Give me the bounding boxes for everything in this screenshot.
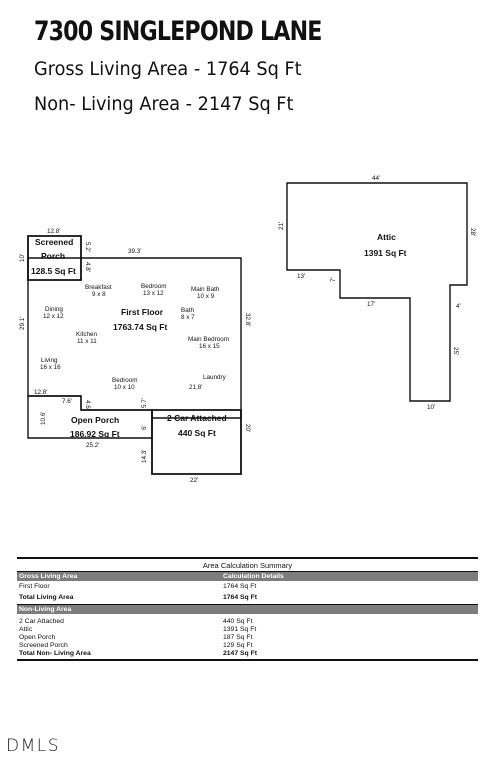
room-bedroom2: Bedroom <box>112 377 138 384</box>
first-floor-name: First Floor <box>121 307 164 317</box>
table-row: Screened Porch 129 Sq Ft <box>17 642 478 650</box>
row-label: Open Porch <box>19 634 56 641</box>
non-living-section-header: Non-Living Area <box>17 604 478 614</box>
open-porch-area: 186.92 Sq Ft <box>70 429 120 439</box>
table-row: Total Living Area 1764 Sq Ft <box>17 594 478 602</box>
dim-ff-right: 32.8' <box>244 313 251 326</box>
gross-area-line: Gross Living Area - 1764 Sq Ft <box>34 58 302 80</box>
room-dining-dim: 12 x 12 <box>43 313 64 320</box>
room-main-bedroom: Main Bedroom <box>188 336 229 343</box>
screened-porch-outline <box>27 235 82 281</box>
room-bedroom1-dim: 13 x 12 <box>143 290 164 297</box>
garage-area: 440 Sq Ft <box>178 428 216 438</box>
dim-ff-laundry: 21.8' <box>189 384 202 391</box>
dim-a-mid: 17' <box>367 301 375 308</box>
room-kitchen: Kitchen <box>76 331 98 338</box>
room-laundry: Laundry <box>203 374 227 381</box>
table-row: 2 Car Attached 440 Sq Ft <box>17 618 478 626</box>
dim-ff-top: 39.3' <box>128 248 141 255</box>
room-living: Living <box>41 357 58 364</box>
dim-g-left-mid: 6' <box>141 425 148 430</box>
dim-op-step: 4.6' <box>84 400 91 410</box>
summary-title: Area Calculation Summary <box>202 561 293 570</box>
dim-ff-step: 4.8' <box>84 262 91 272</box>
dim-a-step: 4' <box>456 303 461 310</box>
calc-header: Calculation Details <box>223 573 284 580</box>
first-floor-area: 1763.74 Sq Ft <box>113 322 168 332</box>
screened-porch-area: 128.5 Sq Ft <box>31 266 76 276</box>
screened-porch-name1: Screened <box>35 237 73 247</box>
attic-name: Attic <box>377 232 396 242</box>
room-main-bath: Main Bath <box>191 286 220 293</box>
row-value: 440 Sq Ft <box>223 618 253 625</box>
table-row: Total Non- Living Area 2147 Sq Ft <box>17 650 478 658</box>
row-label: Screened Porch <box>19 642 68 649</box>
dim-g-bottom: 22' <box>190 477 198 484</box>
room-bedroom2-dim: 10 x 10 <box>114 384 135 391</box>
row-value: 1391 Sq Ft <box>223 626 257 633</box>
row-label: First Floor <box>19 583 50 590</box>
area-summary-table: Area Calculation Summary Gross Living Ar… <box>17 557 478 661</box>
gross-header: Gross Living Area <box>19 573 78 580</box>
dim-op-left: 10.6' <box>40 412 47 425</box>
dim-ff-bottom-left: 12.8' <box>34 389 47 396</box>
open-porch-name: Open Porch <box>71 415 119 425</box>
row-value: 129 Sq Ft <box>223 642 253 649</box>
room-bath-dim: 8 x 7 <box>181 314 195 321</box>
row-value: 1764 Sq Ft <box>223 594 257 601</box>
dim-a-top: 44' <box>372 175 380 182</box>
dmls-logo: DMLS <box>6 736 61 756</box>
dim-sp-right: 5.2' <box>84 242 91 252</box>
gross-section-header: Gross Living Area Calculation Details <box>17 571 478 581</box>
garage-outline <box>151 409 242 475</box>
dim-a-left: 21' <box>278 222 285 230</box>
dim-a-stem-right: 25' <box>452 347 459 355</box>
dim-sp-left: 10' <box>19 254 26 262</box>
dim-a-right: 28' <box>469 228 476 236</box>
row-label: Total Living Area <box>19 594 74 601</box>
attic-outline <box>286 182 468 402</box>
dim-a-notch-w: 13' <box>297 273 305 280</box>
table-row: Open Porch 187 Sq Ft <box>17 634 478 642</box>
address-title: 7300 SINGLEPOND LANE <box>34 16 322 47</box>
dim-op-bottom: 25.2' <box>86 442 99 449</box>
room-main-bath-dim: 10 x 9 <box>197 293 215 300</box>
row-label: Total Non- Living Area <box>19 650 91 657</box>
room-living-dim: 16 x 16 <box>40 364 61 371</box>
row-value: 1764 Sq Ft <box>223 583 257 590</box>
dim-a-bottom: 10' <box>427 404 435 411</box>
screened-porch-name2: Porch <box>41 251 65 261</box>
attic-area: 1391 Sq Ft <box>364 248 407 258</box>
room-kitchen-dim: 11 x 11 <box>77 338 97 345</box>
room-breakfast-dim: 9 x 8 <box>92 291 106 298</box>
dim-g-left-top: 5.7' <box>141 398 148 408</box>
row-label: 2 Car Attached <box>19 618 64 625</box>
room-breakfast: Breakfast <box>85 284 112 291</box>
room-bath: Bath <box>181 307 194 314</box>
row-label: Attic <box>19 626 33 633</box>
room-main-bedroom-dim: 16 x 15 <box>199 343 220 350</box>
dim-op-top: 7.6' <box>62 398 72 405</box>
dim-sp-top: 12.8' <box>47 228 60 235</box>
row-value: 187 Sq Ft <box>223 634 253 641</box>
row-value: 2147 Sq Ft <box>223 650 257 657</box>
garage-name: 2 Car Attached <box>167 413 227 423</box>
table-row: First Floor 1764 Sq Ft <box>17 583 478 591</box>
room-dining: Dining <box>45 306 63 313</box>
non-header: Non-Living Area <box>19 606 72 613</box>
dim-ff-left: 29.1' <box>19 317 26 330</box>
non-living-area-line: Non- Living Area - 2147 Sq Ft <box>34 93 294 115</box>
dim-g-right: 20' <box>244 424 251 432</box>
room-bedroom1: Bedroom <box>141 283 167 290</box>
dim-g-left-bot: 14.3' <box>141 450 148 463</box>
dim-a-notch-h: 7' <box>330 277 337 282</box>
table-row: Attic 1391 Sq Ft <box>17 626 478 634</box>
